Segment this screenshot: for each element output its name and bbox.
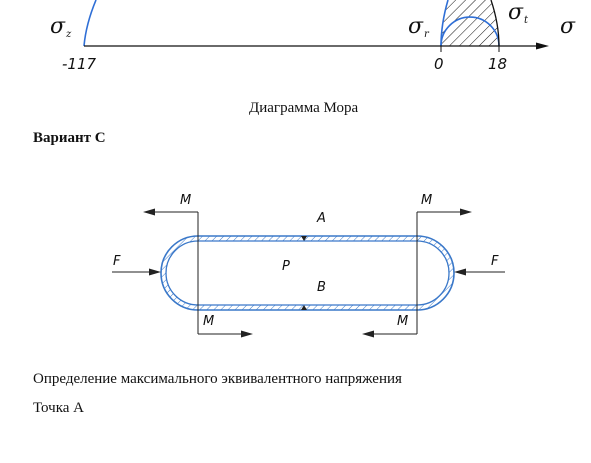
- moment-arrow-bottom-left: [241, 330, 253, 338]
- mohr-diagram-graphic: [83, 0, 549, 52]
- tick-label-minus-117: -117: [62, 55, 97, 73]
- sigma-r-label: σr: [408, 14, 429, 40]
- point-label: Точка А: [33, 400, 84, 416]
- mohr-big-circle-left: [83, 0, 97, 47]
- moment-label-top-left: M: [180, 193, 192, 208]
- sigma-t-label: σt: [508, 0, 529, 26]
- mohr-small-circle: [440, 16, 500, 47]
- mohr-hatched-region: [441, 0, 499, 46]
- moment-arrow-bottom-right: [362, 330, 374, 338]
- mohr-outer-circle-right: [490, 0, 500, 47]
- moment-arrow-top-right: [460, 208, 472, 216]
- moment-label-bottom-left: M: [203, 314, 215, 329]
- tick-label-18: 18: [488, 55, 508, 73]
- sigma-z-label: σz: [50, 14, 72, 40]
- force-arrow-left: [149, 268, 161, 276]
- force-label-left: F: [113, 254, 121, 269]
- sigma-axis-label: σ: [560, 14, 576, 39]
- force-label-right: F: [491, 254, 499, 269]
- point-b-label: B: [317, 280, 326, 295]
- force-arrow-right: [454, 268, 466, 276]
- tick-label-zero: 0: [434, 55, 444, 73]
- point-a-label: A: [317, 211, 326, 226]
- section-title: Определение максимального эквивалентного…: [33, 371, 402, 387]
- moment-label-top-right: M: [421, 193, 433, 208]
- pressure-label: P: [282, 259, 290, 274]
- point-b-marker: [301, 305, 307, 310]
- point-a-marker: [301, 236, 307, 241]
- moment-arrow-top-left: [143, 208, 155, 216]
- moment-label-bottom-right: M: [397, 314, 409, 329]
- mohr-caption: Диаграмма Мора: [249, 100, 359, 116]
- sigma-axis-arrow: [536, 42, 549, 50]
- variant-heading: Вариант С: [33, 130, 106, 146]
